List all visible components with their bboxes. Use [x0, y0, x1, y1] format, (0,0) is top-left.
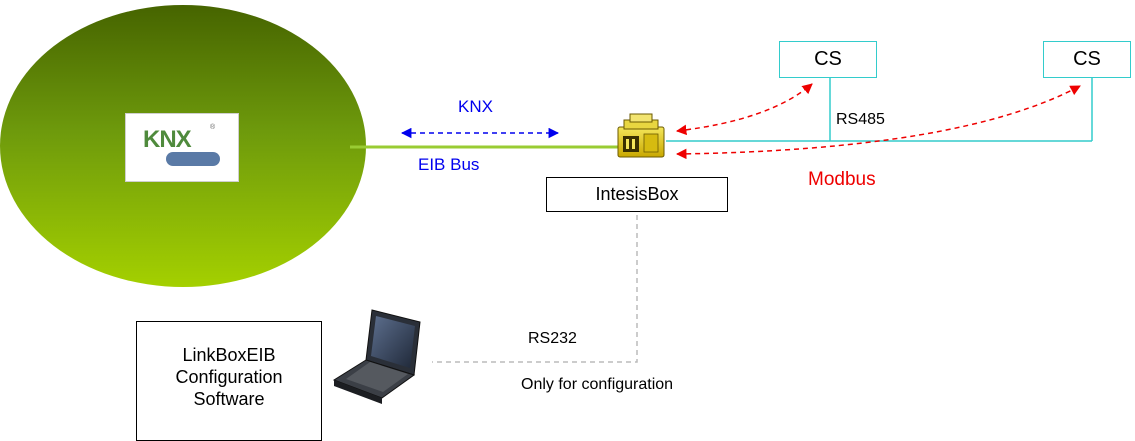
cs-box-2: CS: [1043, 41, 1131, 78]
eib-bus-label: EIB Bus: [418, 155, 480, 174]
config-note-label: Only for configuration: [521, 376, 674, 393]
rs232-link: [432, 215, 638, 363]
software-line-2: Configuration: [175, 367, 283, 387]
modbus-arrow-cs-1: [675, 83, 813, 136]
knx-logo-reg-mark: ®: [210, 124, 216, 131]
knx-logo-text: KNX: [143, 126, 192, 153]
software-line-1: LinkBoxEIB: [182, 345, 276, 365]
rs485-label: RS485: [836, 111, 885, 128]
intesisbox-label: IntesisBox: [595, 184, 679, 204]
cs-label-1: CS: [814, 48, 842, 70]
software-line-3: Software: [193, 389, 265, 409]
knx-logo: KNX ®: [125, 113, 239, 182]
rs232-label: RS232: [528, 330, 577, 347]
modbus-label: Modbus: [808, 169, 876, 190]
laptop-icon: [332, 309, 421, 404]
configuration-software-box: LinkBoxEIB Configuration Software: [136, 321, 322, 441]
intesisbox-device-icon: [617, 113, 665, 158]
intesisbox-label-box: IntesisBox: [546, 177, 728, 212]
knx-protocol-label: KNX: [458, 97, 493, 116]
knx-logo-seal: [166, 152, 220, 166]
cs-box-1: CS: [779, 41, 877, 78]
cs-label-2: CS: [1073, 48, 1101, 70]
modbus-arrow-cs-2: [675, 85, 1081, 160]
